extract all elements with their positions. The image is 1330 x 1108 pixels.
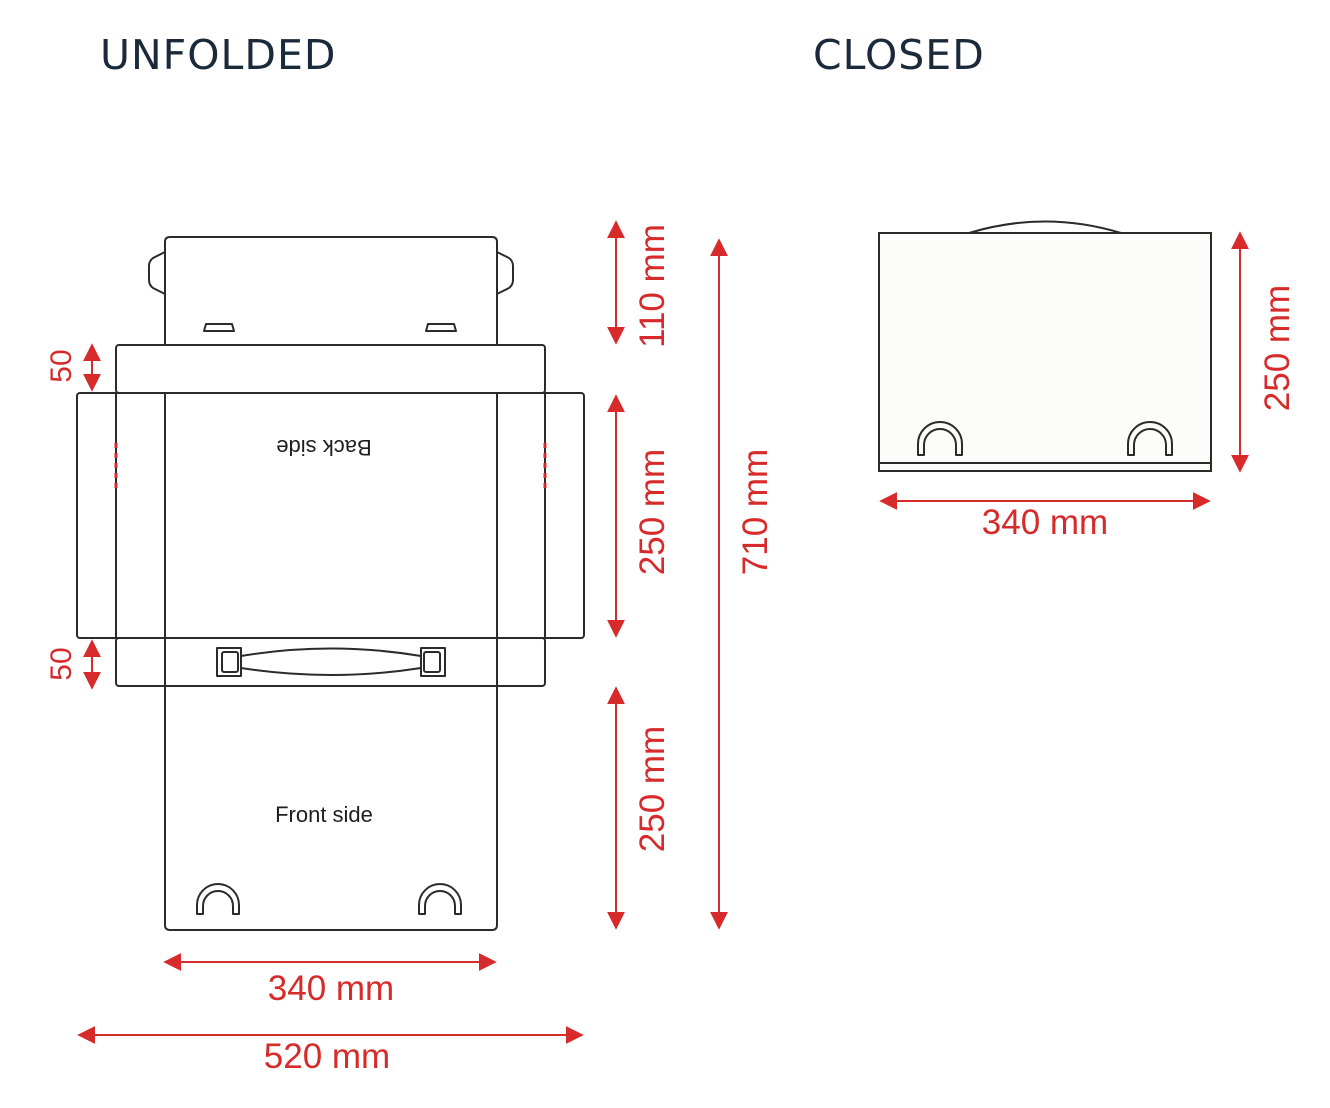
unfolded-template: Back side Front side bbox=[76, 236, 585, 931]
back-side-label: Back side bbox=[276, 435, 371, 460]
dim-front-height: 250 mm bbox=[633, 726, 672, 852]
clasp-icon bbox=[196, 883, 462, 915]
dim-closed-height: 250 mm bbox=[1258, 285, 1297, 411]
dim-inner-width: 340 mm bbox=[268, 969, 394, 1008]
top-flap-slot-right bbox=[425, 323, 457, 332]
lower-dust-flap bbox=[115, 637, 546, 687]
dim-top-flap-height: 110 mm bbox=[633, 224, 672, 348]
top-flap-left-tab bbox=[148, 251, 166, 295]
closed-handle-icon bbox=[968, 220, 1122, 234]
top-flap-right-tab bbox=[496, 251, 514, 295]
closed-title: CLOSED bbox=[813, 31, 985, 79]
front-side-label: Front side bbox=[275, 802, 373, 827]
upper-dust-flap bbox=[115, 344, 546, 394]
top-flap bbox=[164, 236, 498, 345]
dim-total-height: 710 mm bbox=[736, 449, 775, 575]
dim-total-width: 520 mm bbox=[264, 1037, 390, 1076]
closed-clasp-icon bbox=[917, 421, 1173, 456]
dim-lower-flap: 50 bbox=[45, 647, 78, 680]
back-side-outer bbox=[76, 392, 585, 639]
handle-icon bbox=[216, 647, 446, 677]
unfolded-dimensions: 110 mm 50 250 mm 710 mm 50 250 mm 340 mm… bbox=[45, 220, 775, 1076]
closed-dimensions: 250 mm 340 mm bbox=[879, 231, 1297, 542]
dim-upper-flap: 50 bbox=[45, 349, 78, 382]
dim-back-height: 250 mm bbox=[633, 449, 672, 575]
top-flap-slot-left bbox=[203, 323, 235, 332]
closed-box-body bbox=[878, 232, 1212, 472]
closed-box bbox=[878, 220, 1212, 472]
unfolded-title: UNFOLDED bbox=[100, 31, 337, 79]
front-side-panel bbox=[164, 686, 498, 931]
dim-closed-width: 340 mm bbox=[982, 503, 1108, 542]
